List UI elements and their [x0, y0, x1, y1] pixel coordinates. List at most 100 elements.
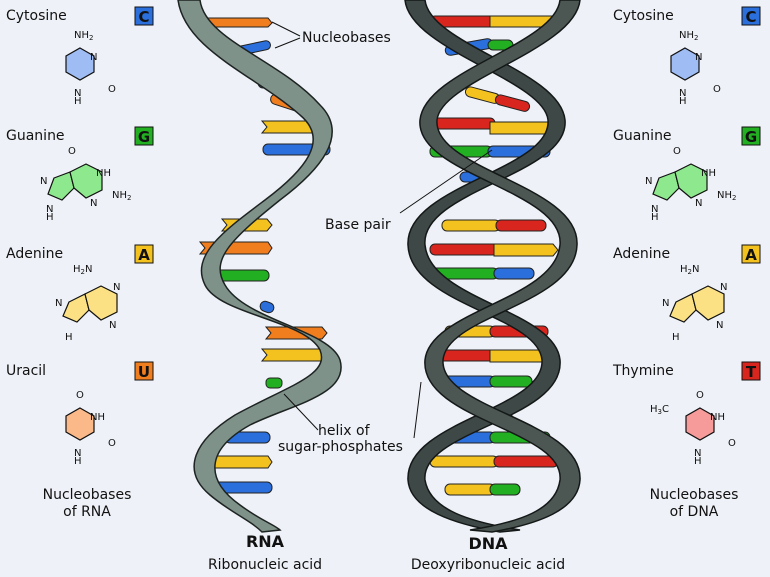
svg-text:NH: NH: [710, 412, 725, 423]
base-swatch: [134, 361, 154, 381]
rna-title: RNA: [246, 532, 285, 551]
uracil-structure: O NH NH O: [65, 390, 116, 467]
svg-text:H: H: [74, 96, 82, 107]
svg-text:NH: NH: [96, 168, 111, 179]
callout-line: [399, 149, 493, 214]
svg-text:N: N: [695, 198, 702, 209]
svg-text:N: N: [40, 176, 47, 187]
svg-text:H: H: [679, 96, 687, 107]
base-swatch: [134, 244, 154, 264]
svg-text:NH2: NH2: [74, 30, 93, 42]
svg-text:H: H: [74, 456, 82, 467]
svg-text:NH: NH: [90, 412, 105, 423]
rna-caption-line1: Nucleobases: [43, 487, 132, 503]
base-name-cytosine: Cytosine: [6, 8, 67, 24]
svg-text:N: N: [90, 52, 97, 63]
svg-text:O: O: [713, 84, 721, 95]
svg-text:N: N: [90, 198, 97, 209]
base-name-cytosine: Cytosine: [613, 8, 674, 24]
svg-text:N: N: [720, 282, 727, 293]
base-name-guanine: Guanine: [6, 128, 65, 144]
svg-text:H2N: H2N: [680, 264, 699, 276]
rna-caption-line2: of RNA: [63, 504, 111, 520]
svg-text:O: O: [673, 146, 681, 157]
svg-text:O: O: [108, 84, 116, 95]
base-name-adenine: Adenine: [6, 246, 63, 262]
adenine-structure: H2N N N N H: [662, 264, 727, 343]
annotations: Nucleobases Base pair helix of sugar-pho…: [271, 21, 493, 455]
rna-nucleobase-legend: Cytosine C NH2 N NH O Guanine G O NH N N…: [6, 6, 154, 520]
svg-text:N: N: [55, 298, 62, 309]
base-swatch: [741, 361, 761, 381]
dna-title: DNA: [468, 534, 508, 553]
callout-line: [271, 21, 301, 37]
svg-text:N: N: [74, 88, 81, 99]
base-letter: A: [745, 246, 757, 264]
base-letter: G: [745, 128, 757, 146]
dna-caption-line1: Nucleobases: [650, 487, 739, 503]
helix-callout-label-line2: sugar-phosphates: [278, 439, 403, 455]
svg-text:O: O: [108, 438, 116, 449]
svg-text:O: O: [696, 390, 704, 401]
svg-text:N: N: [109, 320, 116, 331]
base-swatch: [134, 126, 154, 146]
base-pair-callout-label: Base pair: [325, 217, 391, 233]
rna-helix: [177, 0, 342, 533]
base-letter: C: [745, 8, 756, 26]
svg-text:O: O: [76, 390, 84, 401]
svg-text:N: N: [662, 298, 669, 309]
cytosine-structure: NH2 N NH O: [65, 30, 116, 107]
nucleobases-callout-label: Nucleobases: [302, 30, 391, 46]
callout-line: [274, 37, 301, 49]
svg-text:NH2: NH2: [112, 190, 131, 202]
svg-text:O: O: [68, 146, 76, 157]
base-name-guanine: Guanine: [613, 128, 672, 144]
adenine-structure: H2N N N N H: [55, 264, 120, 343]
dna-backbone-strand-1: [404, 0, 566, 533]
svg-text:H: H: [65, 332, 73, 343]
dna-caption-line2: of DNA: [670, 504, 719, 520]
svg-text:N: N: [46, 204, 53, 215]
rna-backbone-ribbon: [177, 0, 342, 533]
svg-text:H: H: [672, 332, 680, 343]
base-name-adenine: Adenine: [613, 246, 670, 262]
svg-text:O: O: [728, 438, 736, 449]
base-letter: G: [138, 128, 150, 146]
base-letter: A: [138, 246, 150, 264]
base-swatch: [741, 126, 761, 146]
callout-line: [283, 393, 319, 431]
svg-text:N: N: [113, 282, 120, 293]
base-name-uracil: Uracil: [6, 363, 46, 379]
svg-text:N: N: [74, 448, 81, 459]
svg-text:H: H: [651, 212, 659, 223]
svg-text:H2N: H2N: [73, 264, 92, 276]
svg-text:N: N: [695, 52, 702, 63]
svg-text:H: H: [46, 212, 54, 223]
dna-nucleobase-legend: Cytosine C NH2 N NH O Guanine G O NH N N…: [612, 6, 761, 520]
cytosine-structure: NH2 N NH O: [670, 30, 721, 107]
dna-helix: [404, 0, 581, 533]
svg-text:N: N: [716, 320, 723, 331]
guanine-structure: O NH N N NH2 NH: [40, 146, 131, 223]
svg-text:NH2: NH2: [679, 30, 698, 42]
svg-text:N: N: [651, 204, 658, 215]
helix-callout-label-line1: helix of: [318, 423, 371, 439]
svg-text:NH: NH: [701, 168, 716, 179]
svg-text:NH2: NH2: [717, 190, 736, 202]
svg-text:N: N: [645, 176, 652, 187]
base-swatch: [741, 244, 761, 264]
base-name-thymine: Thymine: [612, 363, 674, 379]
svg-text:N: N: [694, 448, 701, 459]
svg-text:H3C: H3C: [650, 404, 669, 416]
rna-subtitle: Ribonucleic acid: [208, 557, 322, 573]
base-letter: T: [746, 363, 757, 381]
base-swatch: [741, 6, 761, 26]
callout-line: [413, 381, 422, 439]
svg-text:H: H: [694, 456, 702, 467]
base-letter: C: [138, 8, 149, 26]
svg-text:N: N: [679, 88, 686, 99]
thymine-structure: O H3C NH NH O: [650, 390, 736, 467]
dna-subtitle: Deoxyribonucleic acid: [411, 557, 565, 573]
base-swatch: [134, 6, 154, 26]
